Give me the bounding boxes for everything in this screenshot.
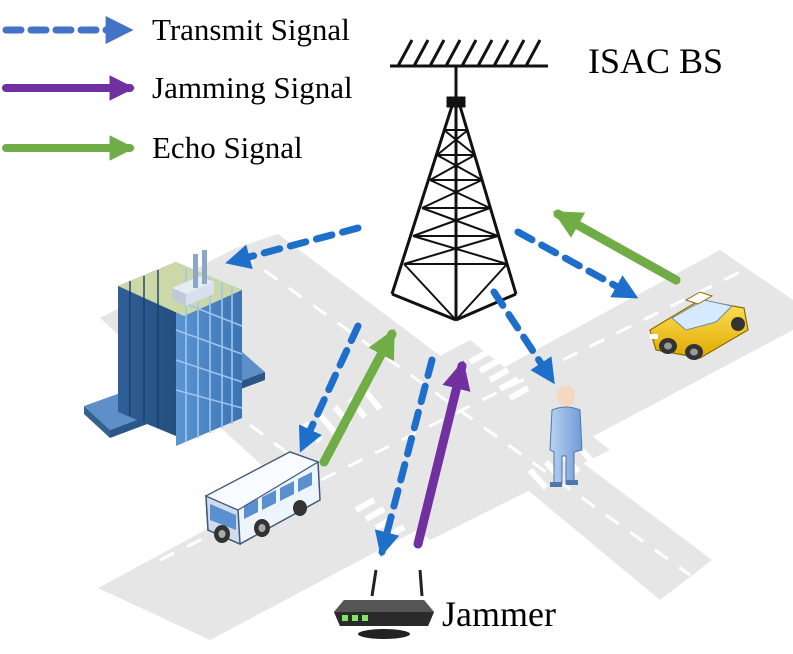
echo-arrow-bus [319,328,397,467]
transmit-arrow-taxi [514,228,639,300]
building-icon [84,250,265,446]
pedestrian-icon [549,385,583,487]
antenna-tower-icon [390,39,548,322]
jammer-label: Jammer [442,594,556,634]
transmit-arrow-bus [298,322,362,453]
transmit-arrow-jammer [374,356,436,557]
legend-echo-label: Echo Signal [152,130,303,165]
signal-arrows [225,209,681,557]
transmit-arrow-building [225,224,362,270]
legend [2,16,136,161]
legend-transmit-label: Transmit Signal [152,12,350,47]
road-center [300,340,610,540]
jamming-arrow [413,360,471,549]
transmit-arrow-pedestrian [490,288,556,385]
jammer-router-icon [334,569,434,639]
taxi-icon [649,291,749,360]
bs-label: ISAC BS [588,41,724,81]
echo-arrow-taxi [552,209,681,285]
bus-icon [204,451,321,546]
legend-jamming-label: Jamming Signal [152,70,353,105]
